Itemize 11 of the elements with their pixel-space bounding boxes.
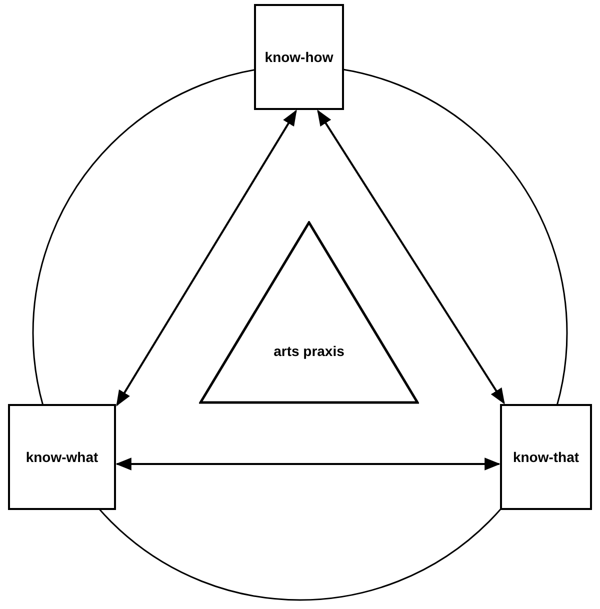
concept-box [8,404,116,510]
triangle-shape [199,221,419,404]
concept-box [500,404,592,510]
double-arrow [317,110,505,404]
concept-label: know-that [512,449,580,465]
concept-box [254,4,344,110]
concept-label: arts praxis [274,343,344,359]
double-arrow [115,458,501,470]
double-arrow [116,110,297,406]
concept-label: know-how [264,49,334,65]
concept-label: know-what [26,449,98,465]
